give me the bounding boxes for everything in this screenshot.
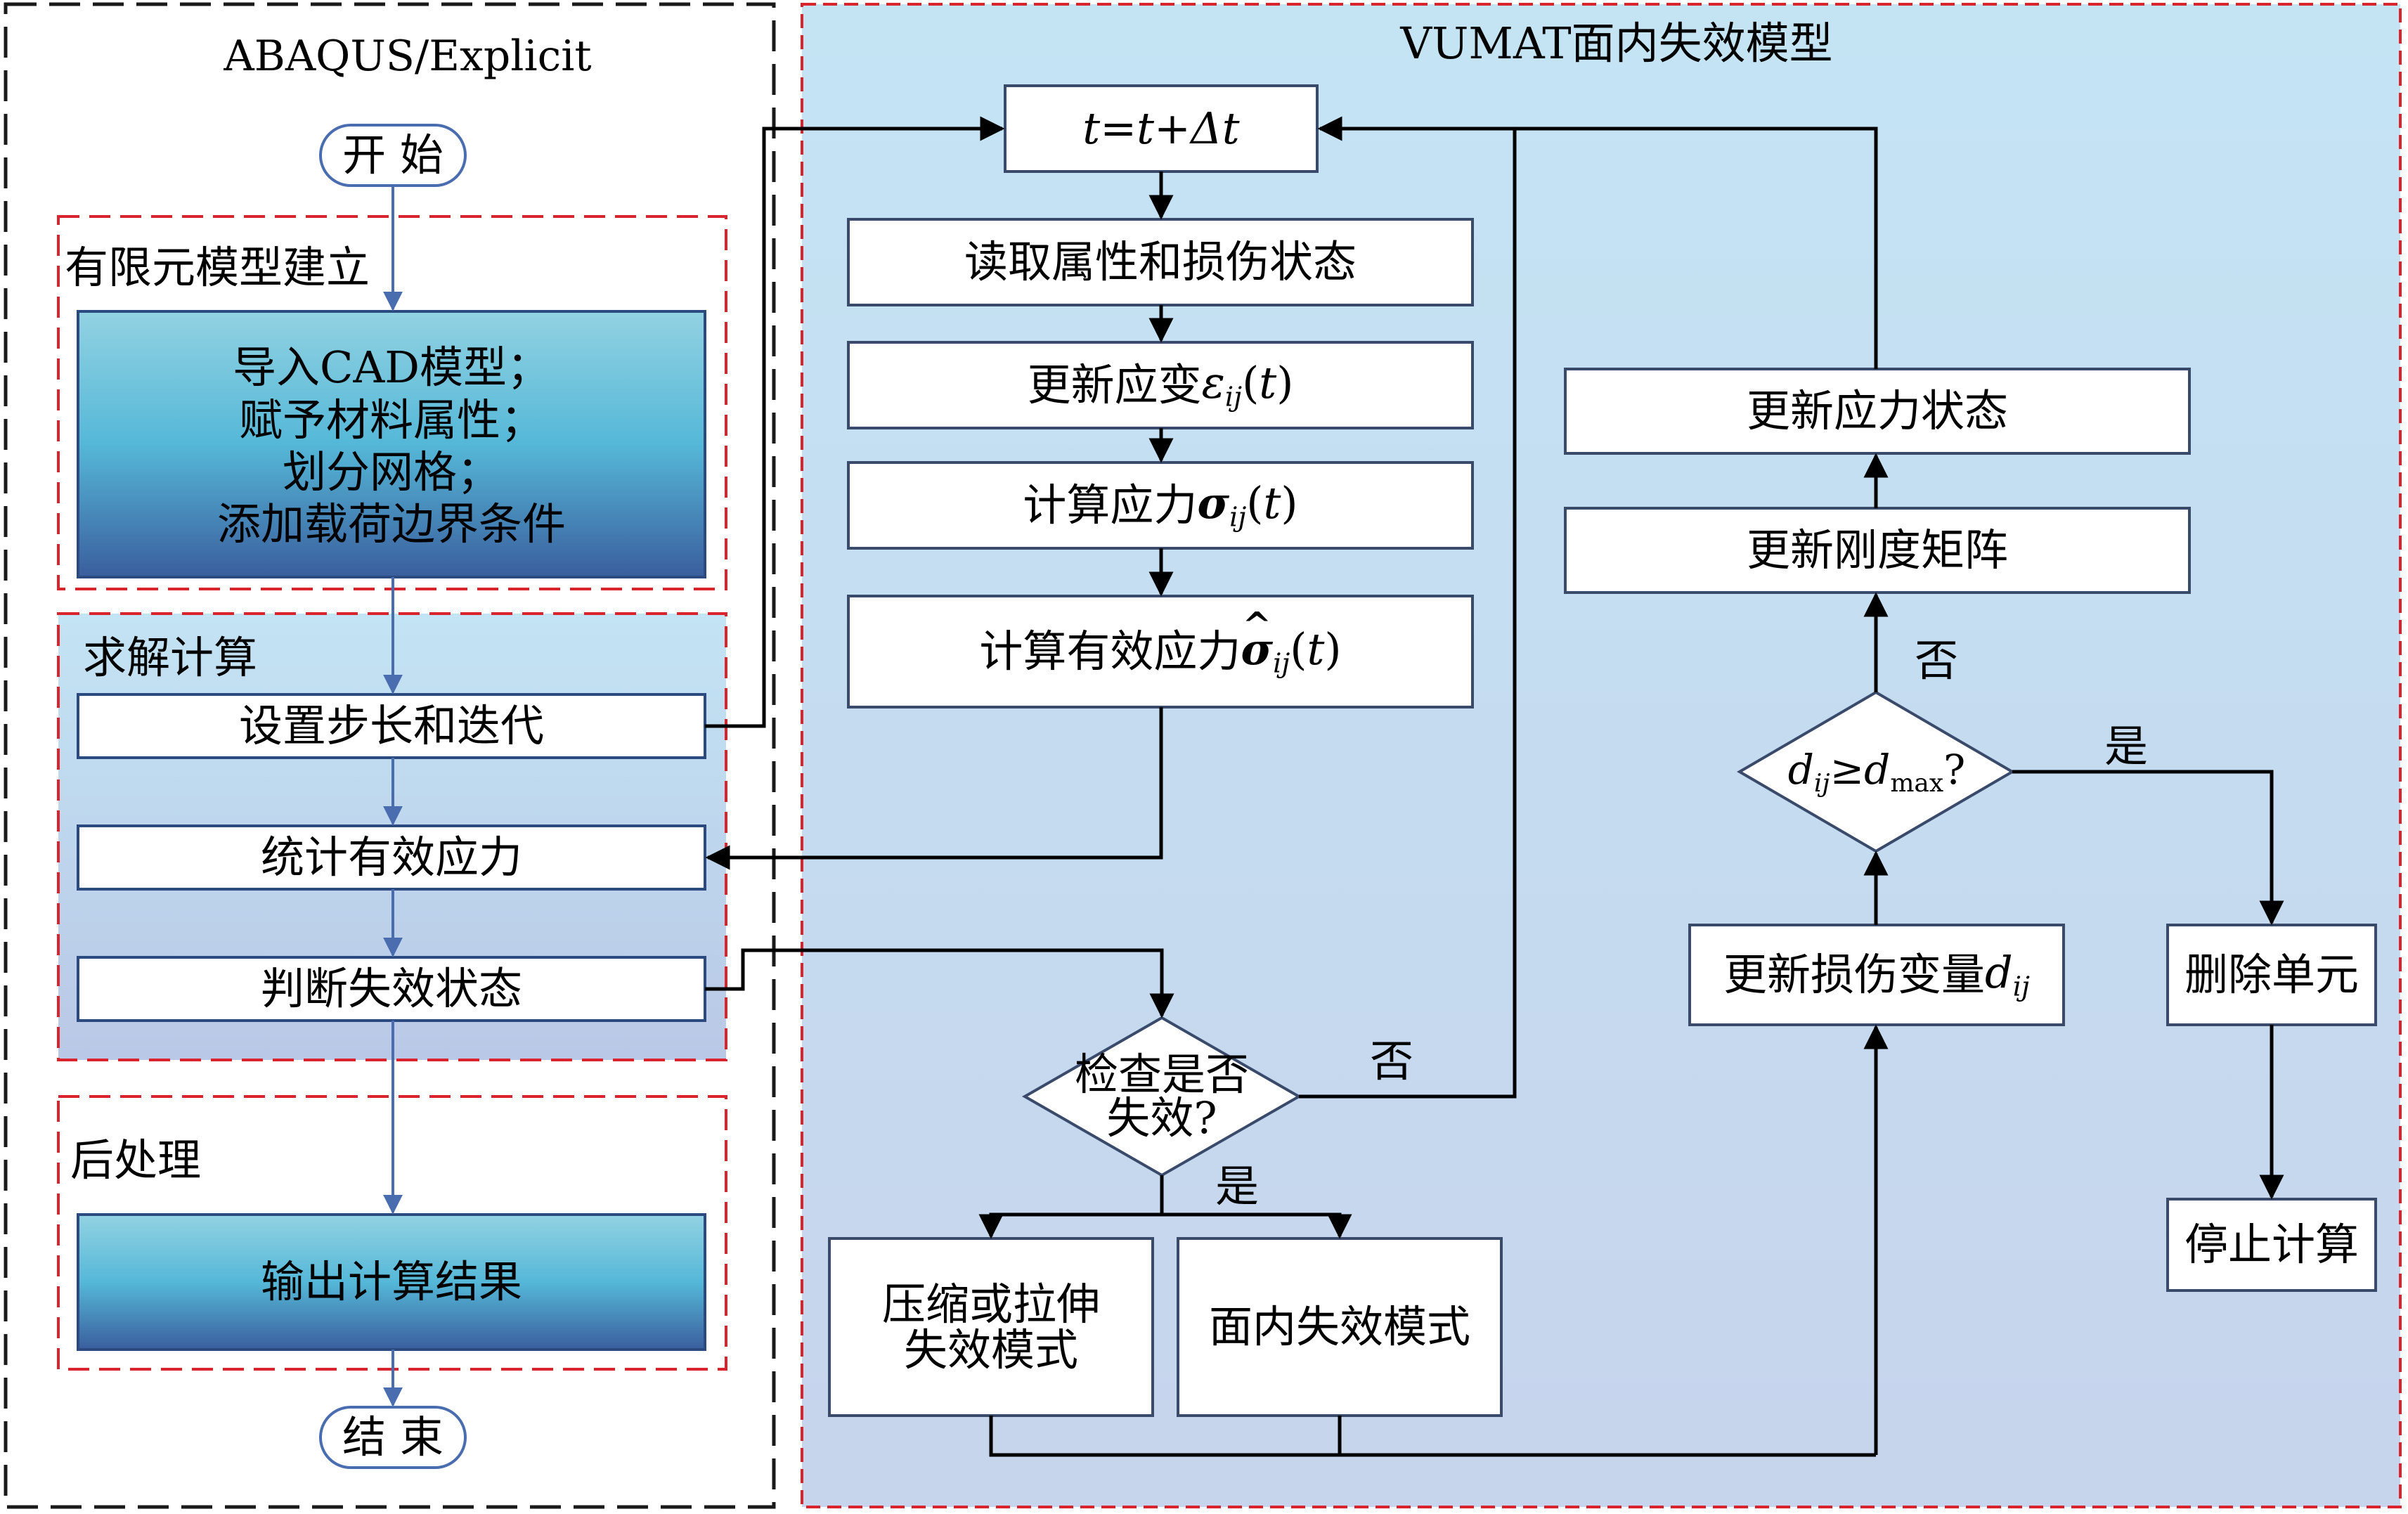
- check-fail-line-1: 检查是否: [1074, 1049, 1249, 1100]
- mode-inplane-box: 面内失效模式: [1208, 1300, 1470, 1352]
- time-update-text: t=t+Δt: [1082, 102, 1240, 154]
- fem-line-2: 赋予材料属性；: [238, 394, 544, 446]
- stat-stress-box: 统计有效应力: [260, 831, 522, 883]
- arrow-eff-stat: [705, 707, 1163, 870]
- end-terminal: 结 束: [342, 1411, 444, 1463]
- stop-box-shape: [2166, 1198, 2377, 1292]
- fem-line-1: 导入CAD模型；: [233, 342, 550, 394]
- line-tension-bottom: [989, 1416, 1876, 1457]
- output-box: 输出计算结果: [260, 1255, 522, 1307]
- mode-inplane-box-shape: [1177, 1237, 1503, 1417]
- mode-tension-line-1: 压缩或拉伸: [881, 1278, 1100, 1330]
- damage-box-shape: [1688, 924, 2065, 1026]
- read-props-box: 读取属性和损伤状态: [964, 235, 1357, 287]
- set-step-box: 设置步长和迭代: [238, 699, 544, 751]
- output-box-shape: [77, 1213, 706, 1351]
- damage-no-label: 否: [1914, 634, 1958, 686]
- stress-box-shape: [847, 461, 1474, 550]
- end-terminal-shape: [319, 1406, 467, 1469]
- eff-stress-symbol: σij(t): [1241, 604, 1341, 680]
- check-fail-line-2: 失效?: [1106, 1092, 1217, 1144]
- damage-check-text: dij≥dmax?: [1787, 745, 1966, 798]
- stress-symbol: σij(t): [1197, 477, 1298, 533]
- arrow-check-tension: [978, 1212, 1162, 1239]
- read-box-shape: [847, 218, 1474, 306]
- post-group-label: 后处理: [70, 1134, 202, 1186]
- solve-group-label: 求解计算: [83, 631, 258, 683]
- update-damage-text: 更新损伤变量: [1723, 948, 1986, 1000]
- fem-group-label: 有限元模型建立: [65, 241, 370, 293]
- fem-line-3: 划分网格；: [282, 446, 500, 498]
- calc-eff-stress-box: 计算有效应力σij(t): [848, 596, 1472, 707]
- damage-check-decision: dij≥dmax?: [1750, 738, 2003, 805]
- eff-stress-box-shape: [847, 595, 1474, 709]
- stop-calc-box: 停止计算: [2184, 1218, 2359, 1270]
- time-update-box: t=t+Δt: [1005, 86, 1317, 172]
- abaqus-title: ABAQUS/Explicit: [224, 32, 592, 81]
- fem-setup-box: 导入CAD模型； 赋予材料属性； 划分网格； 添加载荷边界条件: [78, 330, 705, 562]
- stress-state-box-shape: [1564, 368, 2191, 455]
- strain-box-shape: [847, 341, 1474, 429]
- damage-yes-label: 是: [2104, 720, 2148, 772]
- update-stress-state-box: 更新应力状态: [1746, 384, 2008, 436]
- time-box-shape: [1004, 84, 1319, 173]
- check-fail-decision: 检查是否 失效?: [1039, 1047, 1285, 1146]
- arrow-check-no: [1299, 116, 1517, 1099]
- judge-state-box: 判断失效状态: [260, 962, 522, 1014]
- arrow-check-inplane: [1162, 1212, 1352, 1239]
- fem-box-shape: [77, 310, 706, 578]
- mode-tension-box: 压缩或拉伸 失效模式: [829, 1238, 1153, 1416]
- mode-tension-line-2: 失效模式: [903, 1324, 1078, 1376]
- calc-stress-text: 计算应力: [1023, 479, 1198, 531]
- vumat-title: VUMAT面内失效模型: [1400, 17, 1833, 69]
- arrow-judge-check: [705, 948, 1174, 1018]
- damage-symbol: dij: [1985, 946, 2030, 1003]
- fem-line-4: 添加载荷边界条件: [216, 498, 566, 550]
- update-stiffness-box: 更新刚度矩阵: [1746, 524, 2008, 576]
- delete-box-shape: [2166, 924, 2377, 1026]
- start-terminal: 开 始: [342, 129, 444, 181]
- arrow-setstep-time: [705, 116, 1005, 728]
- arrow-stressstate-time: [1515, 127, 1878, 369]
- mode-tension-box-shape: [828, 1237, 1154, 1417]
- check-yes-label: 是: [1215, 1160, 1259, 1212]
- delete-element-box: 删除单元: [2184, 948, 2359, 1000]
- calc-eff-stress-text: 计算有效应力: [979, 625, 1241, 677]
- check-no-label: 否: [1369, 1035, 1413, 1087]
- strain-symbol: εij(t): [1201, 356, 1294, 413]
- arrow-diamond-delete: [2012, 770, 2284, 926]
- update-strain-text: 更新应变: [1027, 358, 1202, 410]
